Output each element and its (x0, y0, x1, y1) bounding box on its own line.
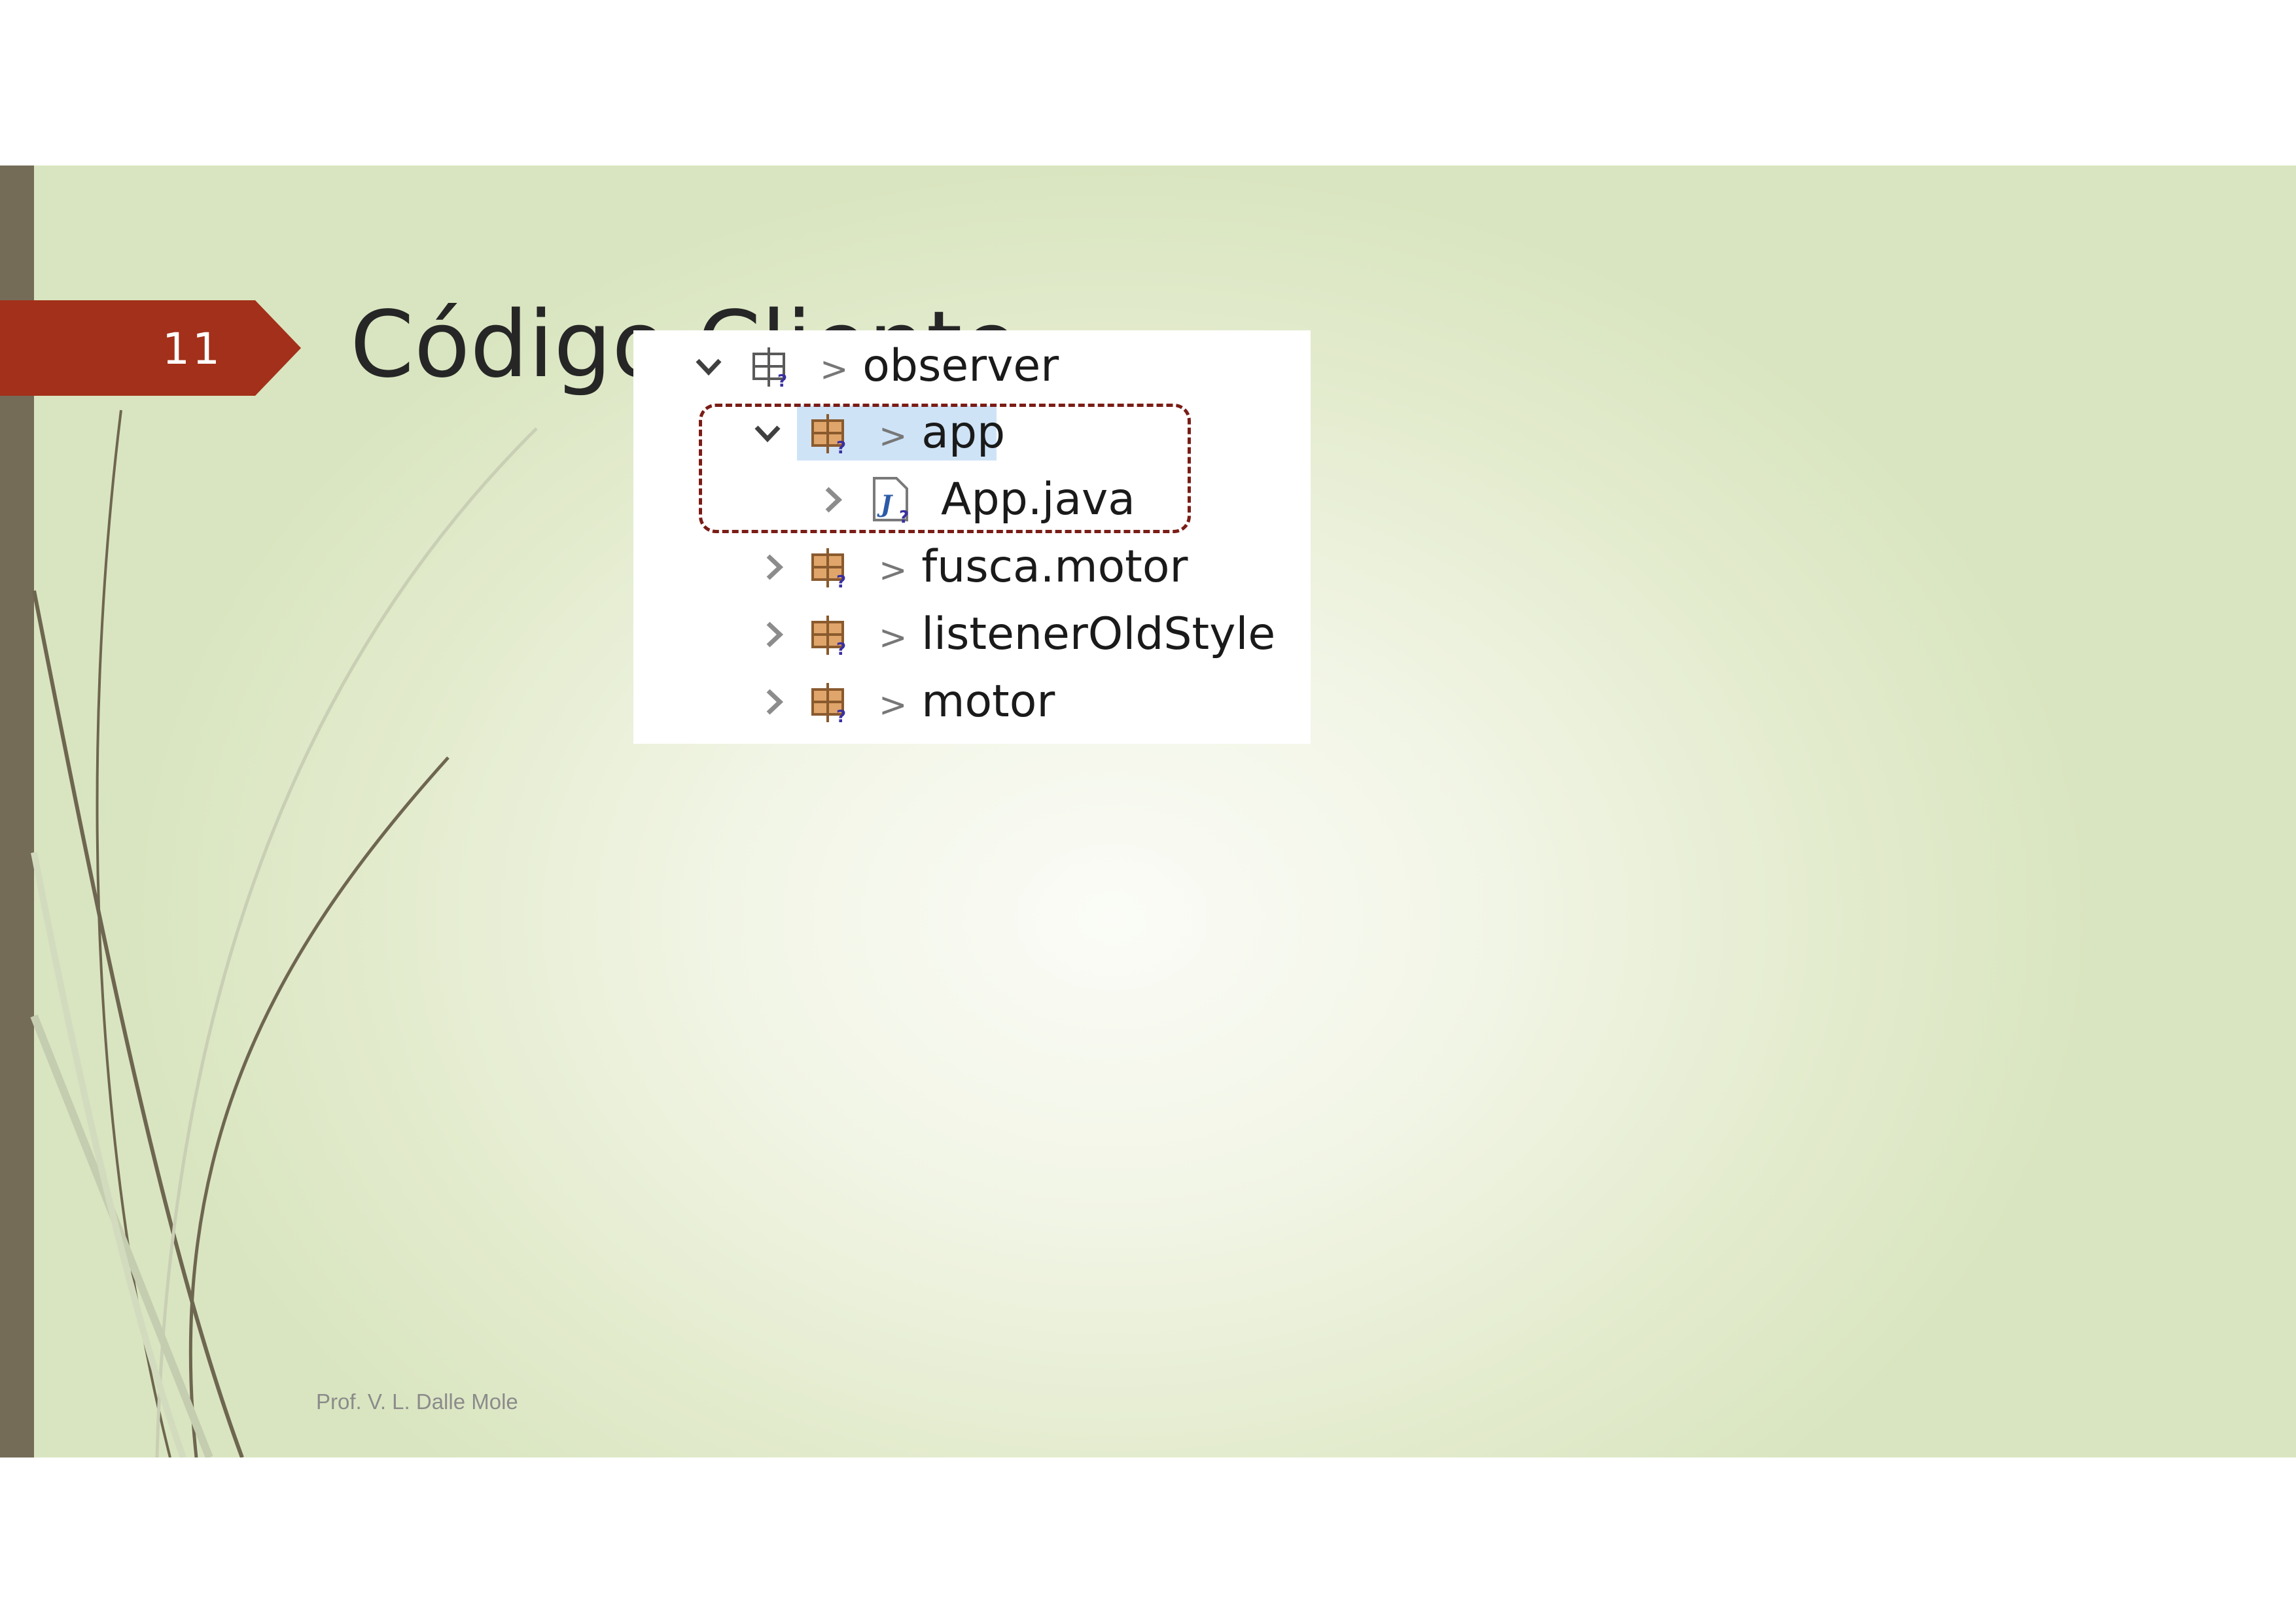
chevron-down-icon[interactable] (752, 418, 783, 448)
decorator-prefix: > (879, 686, 908, 725)
tree-item-label: motor (921, 676, 1055, 727)
highlight-dashed-box (699, 404, 1191, 533)
tree-item-observer[interactable]: ? > observer (633, 337, 1311, 396)
svg-text:?: ? (836, 572, 846, 590)
chevron-right-icon[interactable] (759, 687, 789, 717)
chevron-right-icon[interactable] (759, 620, 789, 650)
tree-item-label: listenerOldStyle (921, 608, 1276, 660)
svg-text:?: ? (836, 438, 846, 456)
slide-number-badge (0, 300, 301, 396)
java-file-icon: J ? (870, 476, 916, 524)
tree-item-label: App.java (941, 474, 1135, 525)
tree-item-listener-old-style[interactable]: ? > listenerOldStyle (633, 605, 1311, 664)
svg-text:?: ? (899, 508, 909, 524)
package-explorer-tree: ? > observer ? > app (633, 330, 1311, 744)
chevron-right-icon[interactable] (818, 485, 848, 515)
package-icon: ? (809, 546, 853, 590)
tree-item-label: app (921, 407, 1006, 459)
package-icon: ? (809, 411, 853, 456)
decorator-prefix: > (879, 551, 908, 590)
svg-text:?: ? (836, 707, 846, 725)
svg-text:?: ? (777, 372, 787, 389)
tree-item-fusca-motor[interactable]: ? > fusca.motor (633, 538, 1311, 597)
package-icon: ? (809, 613, 853, 657)
tree-item-app-java[interactable]: J ? App.java (633, 470, 1311, 529)
tree-item-motor[interactable]: ? > motor (633, 672, 1311, 731)
tree-item-label: fusca.motor (921, 541, 1188, 593)
decorative-curves (30, 410, 538, 1457)
footer-author: Prof. V. L. Dalle Mole (316, 1389, 518, 1414)
chevron-down-icon[interactable] (694, 351, 724, 381)
decorator-prefix: > (879, 618, 908, 657)
decorator-prefix: > (879, 417, 908, 456)
tree-item-label: observer (862, 340, 1059, 392)
decorator-prefix: > (820, 350, 849, 389)
tree-item-app[interactable]: ? > app (633, 404, 1311, 462)
package-icon: ? (809, 680, 853, 725)
package-folder-icon: ? (750, 345, 794, 389)
chevron-right-icon[interactable] (759, 552, 789, 582)
svg-text:?: ? (836, 640, 846, 657)
slide-number: 11 (162, 324, 222, 374)
